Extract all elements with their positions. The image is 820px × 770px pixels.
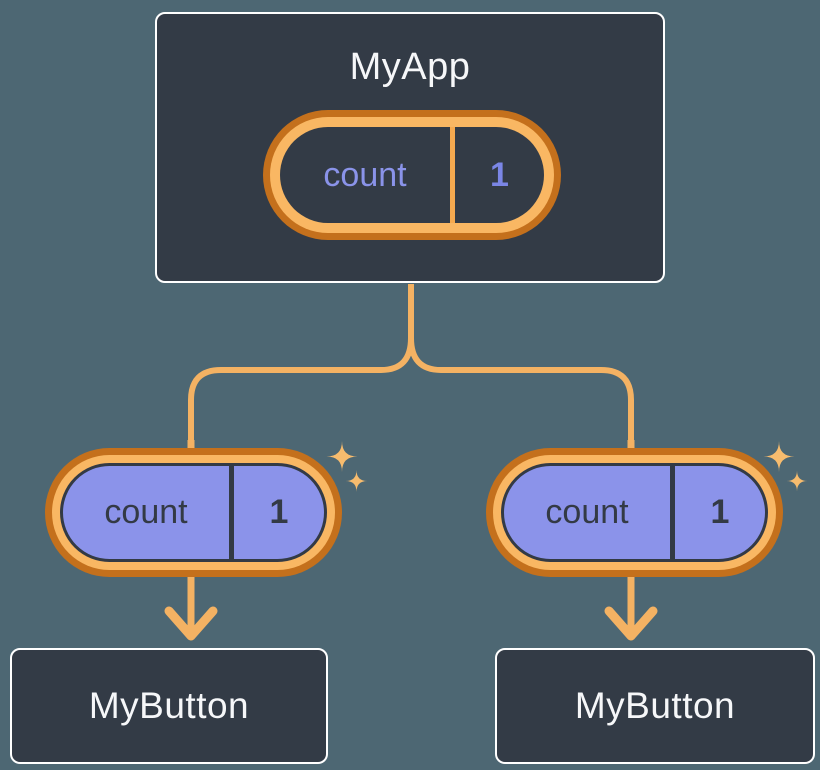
state-pill-divider	[670, 466, 675, 559]
state-value-label: 1	[490, 155, 509, 194]
component-title: MyApp	[349, 46, 471, 88]
sparkle-icon	[763, 441, 795, 472]
arrow-down-icon	[164, 606, 218, 641]
state-pill-ring: count 1	[270, 117, 554, 233]
connector-branch-left	[188, 284, 414, 452]
component-node-mybutton-left: MyButton	[10, 648, 328, 764]
state-pill-child-left: count 1	[45, 448, 342, 577]
state-name-label: count	[104, 493, 188, 531]
connector-branch-right	[408, 284, 634, 452]
state-pill-divider	[450, 127, 455, 223]
component-node-mybutton-right: MyButton	[495, 648, 815, 764]
sparkle-icon	[786, 470, 808, 492]
state-name-label: count	[323, 155, 407, 194]
state-pill-child-right: count 1	[486, 448, 783, 577]
state-value-label: 1	[710, 493, 730, 531]
state-pill-body: count 1	[280, 127, 544, 223]
sparkle-icon	[326, 441, 358, 472]
state-pill-body: count 1	[60, 463, 327, 562]
component-title: MyButton	[88, 685, 250, 726]
state-pill-divider	[229, 466, 234, 559]
state-name-label: count	[545, 493, 629, 531]
state-pill-body: count 1	[501, 463, 768, 562]
state-pill-ring: count 1	[493, 455, 776, 570]
arrow-down-icon	[604, 606, 658, 641]
state-pill-root: count 1	[263, 110, 561, 240]
sparkle-icon	[345, 470, 368, 492]
component-title: MyButton	[574, 685, 736, 726]
state-pill-ring: count 1	[52, 455, 335, 570]
state-value-label: 1	[269, 493, 289, 531]
